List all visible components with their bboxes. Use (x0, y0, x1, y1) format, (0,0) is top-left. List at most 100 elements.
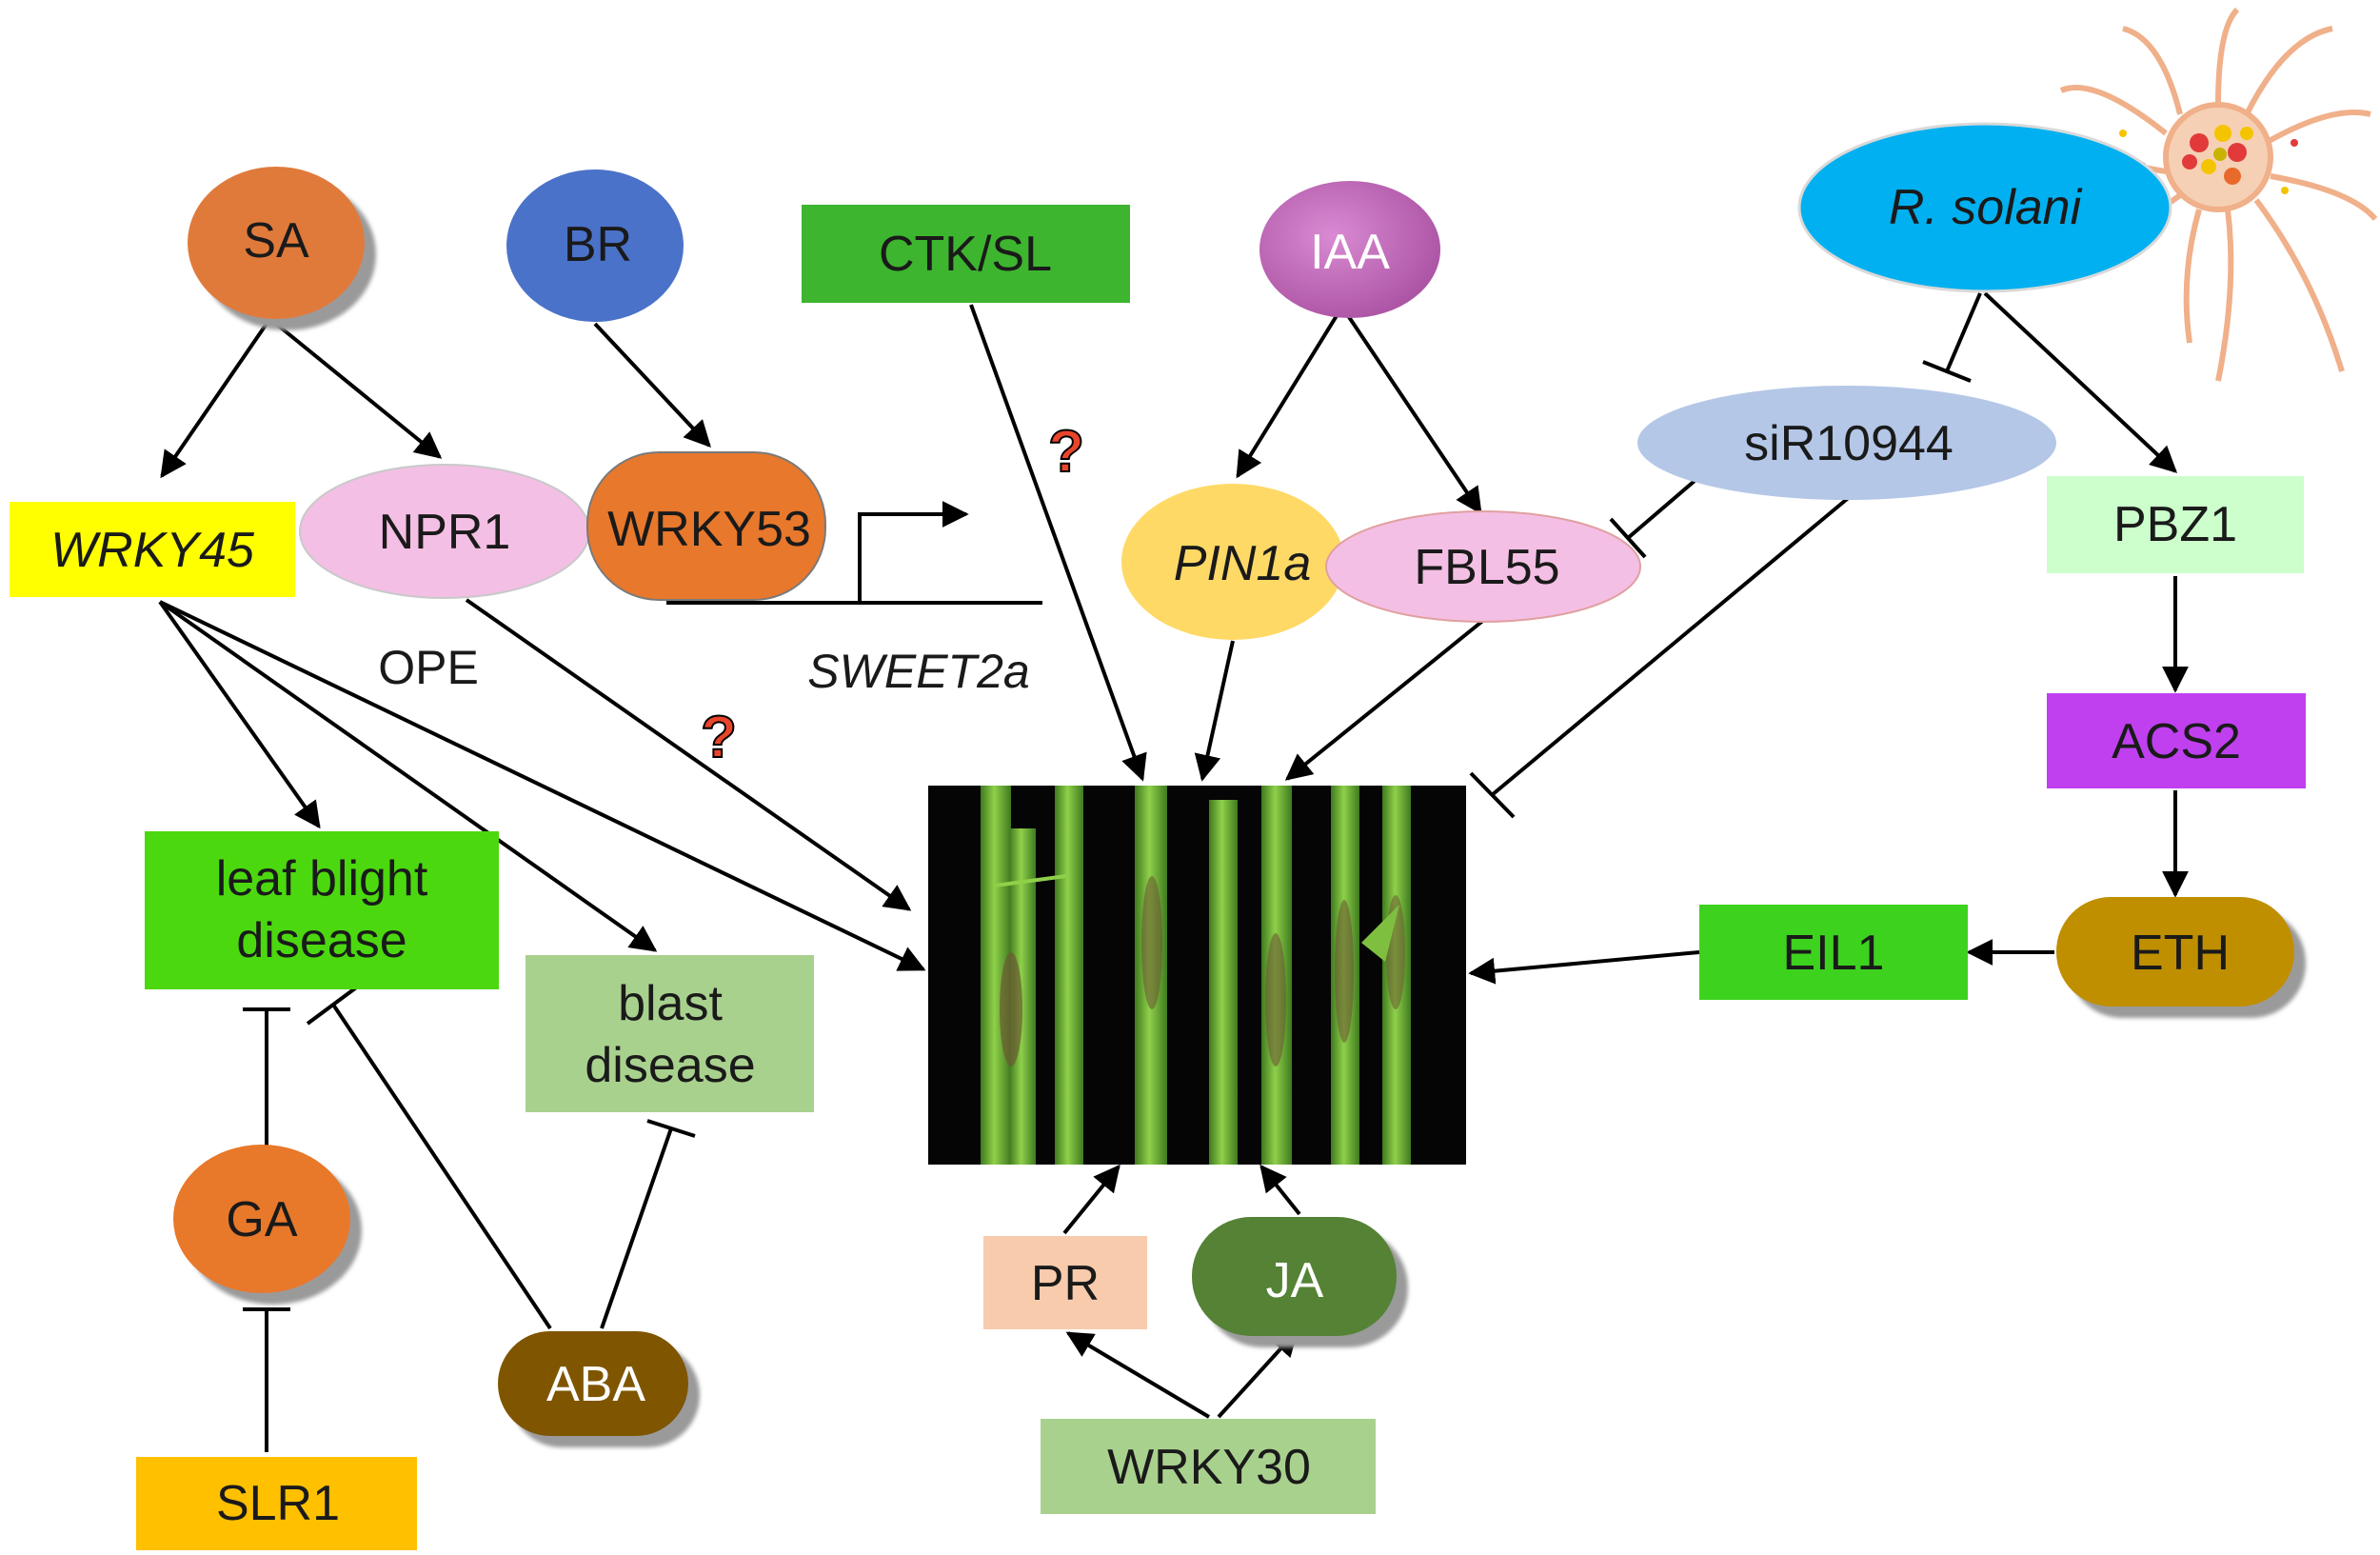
node-wrky30-label: WRKY30 (1107, 1440, 1311, 1495)
inhibit-bar-sir10944 (1922, 360, 1972, 383)
node-blast-disease[interactable]: blast disease (526, 955, 814, 1112)
node-pr[interactable]: PR (983, 1236, 1147, 1329)
edge-wrky30-ja (1217, 1328, 1299, 1419)
node-fbl55[interactable]: FBL55 (1325, 510, 1641, 623)
edge-ctksl-image (969, 304, 1147, 782)
node-wrky30[interactable]: WRKY30 (1041, 1419, 1376, 1514)
node-blast-shape (526, 955, 814, 1112)
question-mark-ope: ? (700, 704, 738, 771)
node-pbz1[interactable]: PBZ1 (2047, 476, 2304, 573)
node-ctk-sl-shape (802, 205, 1130, 303)
edge-rsolani-sir10944 (1945, 292, 1982, 372)
node-br[interactable]: BR (506, 169, 684, 322)
node-pr-shape (983, 1236, 1147, 1329)
edge-wrky45-image (159, 600, 926, 971)
node-pin1a[interactable]: PIN1a (1121, 484, 1344, 640)
edges (158, 291, 2189, 1452)
node-r-solani[interactable]: R. solani (1797, 122, 2172, 293)
node-ga-shape (173, 1145, 350, 1293)
question-mark-text: ? (1048, 419, 1084, 485)
node-blast-line2: disease (585, 1038, 755, 1093)
edge-sa-wrky45 (160, 322, 268, 479)
node-eth[interactable]: ETH (2056, 897, 2294, 1007)
node-eth-shape (2056, 897, 2294, 1007)
ope-label: OPE (378, 641, 479, 694)
edge-npr1-image (465, 598, 912, 911)
node-leaf-blight-line1: leaf blight (216, 851, 428, 907)
node-fbl55-shape (1325, 510, 1641, 623)
node-npr1-label: NPR1 (379, 505, 511, 560)
rice-sheath-photo (928, 786, 1466, 1165)
node-aba-shape (498, 1331, 688, 1436)
node-wrky53[interactable]: WRKY53 (586, 451, 826, 601)
node-sir10944[interactable]: siR10944 (1637, 386, 2056, 500)
node-blast-line1: blast (618, 976, 723, 1031)
node-iaa[interactable]: IAA (1259, 181, 1440, 318)
edge-eil1-image (1468, 950, 1700, 985)
node-fbl55-label: FBL55 (1414, 540, 1559, 595)
node-sa-shape (188, 167, 365, 319)
inhibit-bar-leafblight-aba (306, 984, 361, 1026)
node-br-shape (506, 169, 684, 322)
node-leaf-blight-shape (145, 831, 499, 989)
node-acs2-label: ACS2 (2112, 714, 2241, 769)
node-leaf-blight-line2: disease (236, 913, 407, 968)
node-r-solani-label: R. solani (1889, 180, 2083, 235)
edge-aba-leafblight (331, 1003, 552, 1330)
node-eil1-label: EIL1 (1783, 926, 1885, 981)
node-wrky45[interactable]: WRKY45 (10, 502, 295, 597)
node-sir10944-label: siR10944 (1744, 416, 1954, 471)
node-eil1[interactable]: EIL1 (1699, 905, 1968, 1000)
node-wrky30-shape (1041, 1419, 1376, 1514)
question-mark-text: ? (701, 705, 737, 770)
node-pr-label: PR (1031, 1256, 1100, 1311)
node-ja-label: JA (1266, 1253, 1324, 1308)
node-pbz1-label: PBZ1 (2113, 497, 2237, 552)
node-slr1[interactable]: SLR1 (136, 1457, 417, 1550)
sweet2a-label: SWEET2a (807, 645, 1029, 698)
node-iaa-shape (1259, 181, 1440, 318)
inhibit-bar-fbl55 (1609, 517, 1647, 559)
node-wrky45-label: WRKY45 (50, 523, 255, 578)
node-pin1a-label: PIN1a (1174, 536, 1312, 591)
node-eil1-shape (1699, 905, 1968, 1000)
node-wrky45-shape (10, 502, 295, 597)
node-wrky53-shape (586, 451, 826, 601)
node-iaa-label: IAA (1310, 225, 1390, 280)
rice-stems (981, 786, 1411, 1165)
node-pbz1-shape (2047, 476, 2304, 573)
node-ja-shape (1192, 1217, 1397, 1336)
node-ga[interactable]: GA (173, 1145, 350, 1293)
inhibit-bar-image (1469, 771, 1516, 819)
edge-pr-image (1062, 1164, 1121, 1235)
edge-iaa-pin1a (1236, 312, 1339, 479)
node-leaf-blight-disease[interactable]: leaf blight disease (145, 831, 499, 989)
node-acs2[interactable]: ACS2 (2047, 693, 2306, 788)
edge-br-wrky53 (593, 322, 711, 449)
node-r-solani-shape (1797, 122, 2172, 293)
inhibit-bar-blast (646, 1119, 696, 1138)
node-ga-label: GA (226, 1192, 297, 1247)
edge-iaa-fbl55 (1345, 312, 1482, 515)
node-slr1-label: SLR1 (216, 1476, 340, 1531)
node-ja[interactable]: JA (1192, 1217, 1397, 1336)
node-wrky53-label: WRKY53 (607, 502, 811, 557)
edge-ja-image (1259, 1164, 1301, 1216)
node-npr1[interactable]: NPR1 (299, 464, 590, 599)
edge-pin1a-image (1194, 640, 1235, 782)
edge-wrky30-pr (1065, 1331, 1211, 1419)
node-ctk-sl[interactable]: CTK/SL (802, 205, 1130, 303)
node-aba[interactable]: ABA (498, 1331, 688, 1436)
edge-wrky45-blast (158, 600, 658, 952)
edge-sir10944-image (1490, 493, 1854, 797)
edge-wrky45-leafblight (158, 600, 321, 829)
edge-rsolani-pbz1 (1983, 291, 2178, 473)
edge-sa-npr1 (274, 322, 443, 459)
node-aba-label: ABA (546, 1357, 645, 1412)
node-sir10944-shape (1637, 386, 2056, 500)
node-eth-label: ETH (2131, 926, 2230, 981)
node-slr1-shape (136, 1457, 417, 1550)
edge-aba-blast (600, 1127, 673, 1329)
node-sa[interactable]: SA (188, 167, 365, 319)
